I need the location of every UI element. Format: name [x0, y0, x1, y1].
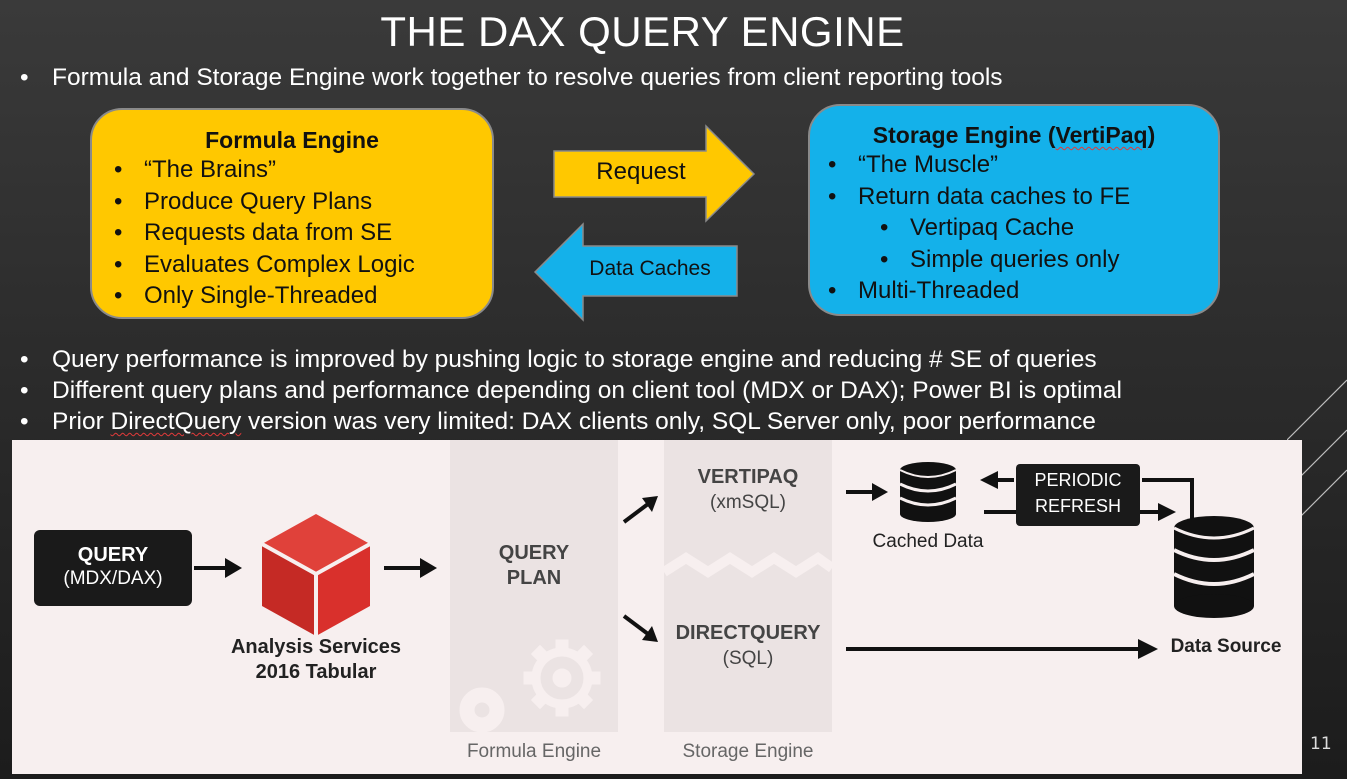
data-source-database-icon: [1173, 516, 1255, 618]
query-plan-label: QUERY: [498, 542, 570, 564]
analysis-services-label: Analysis Services: [230, 636, 402, 658]
bullet-text: Query performance is improved by pushing…: [52, 346, 1097, 373]
slide-title: THE DAX QUERY ENGINE: [380, 8, 905, 55]
list-sub-item: •Vertipaq Cache: [880, 214, 1075, 241]
bullet-item: •Different query plans and performance d…: [20, 377, 1122, 404]
analysis-services-cube-icon: [261, 514, 371, 636]
bullet-item: •Prior DirectQuery version was very limi…: [20, 408, 1096, 435]
formula-engine-list: •“The Brains” •Produce Query Plans •Requ…: [92, 154, 492, 312]
query-box: [34, 530, 192, 606]
bullet-text: Prior DirectQuery version was very limit…: [52, 408, 1096, 435]
formula-engine-caption: Formula Engine: [466, 741, 602, 762]
data-source-label: Data Source: [1170, 636, 1282, 657]
list-item: •Return data caches to FE: [828, 182, 1131, 210]
request-arrow: [553, 124, 756, 223]
storage-engine-caption: Storage Engine: [682, 741, 814, 762]
list-item: •“The Brains”: [114, 156, 277, 183]
list-item: •“The Muscle”: [828, 151, 999, 178]
diagram-shapes: [34, 440, 1255, 733]
vertipaq-sublabel: (xmSQL): [710, 492, 786, 513]
query-box-subtitle: (MDX/DAX): [63, 568, 163, 589]
list-item: •Produce Query Plans: [114, 187, 373, 215]
data-caches-arrow: [533, 222, 738, 322]
list-sub-item: •Simple queries only: [880, 245, 1120, 273]
query-plan-label-2: PLAN: [506, 567, 562, 589]
query-box-title: QUERY: [77, 544, 149, 566]
cached-data-label: Cached Data: [872, 531, 984, 552]
bullet-item: • Formula and Storage Engine work togethe…: [20, 64, 1003, 92]
directquery-label: DIRECTQUERY: [675, 622, 821, 644]
bullet-dot: •: [20, 64, 29, 91]
storage-engine-column: [664, 440, 832, 732]
formula-engine-box: Formula Engine •“The Brains” •Produce Qu…: [90, 108, 494, 319]
bullet-text: Formula and Storage Engine work together…: [52, 64, 1003, 91]
slide-number: 11: [1310, 734, 1332, 754]
list-item: •Requests data from SE: [114, 219, 393, 246]
list-item: •Only Single-Threaded: [114, 282, 378, 309]
bullet-text: Different query plans and performance de…: [52, 377, 1122, 404]
analysis-services-version: 2016 Tabular: [255, 661, 377, 683]
storage-engine-title: Storage Engine (VertiPaq): [872, 122, 1156, 148]
list-item: •Multi-Threaded: [828, 277, 1020, 304]
gear-icon: [459, 639, 601, 733]
periodic-refresh-box: [1016, 464, 1140, 526]
formula-engine-title: Formula Engine: [205, 127, 379, 153]
data-caches-label: Data Caches: [589, 257, 711, 280]
storage-engine-list: •“The Muscle” •Return data caches to FE …: [810, 149, 1218, 307]
vertipaq-label: VERTIPAQ: [697, 466, 799, 488]
bullet-item: •Query performance is improved by pushin…: [20, 346, 1097, 373]
periodic-refresh-label-2: REFRESH: [1034, 496, 1121, 516]
storage-engine-box: Storage Engine (VertiPaq) •“The Muscle” …: [808, 104, 1220, 316]
directquery-sublabel: (SQL): [722, 648, 774, 669]
list-item: •Evaluates Complex Logic: [114, 250, 415, 278]
periodic-refresh-label: PERIODIC: [1034, 470, 1122, 490]
architecture-diagram: QUERY (MDX/DAX) Analysis Services 2016 T…: [12, 440, 1302, 774]
request-label: Request: [596, 158, 686, 185]
cached-data-database-icon: [899, 462, 957, 522]
